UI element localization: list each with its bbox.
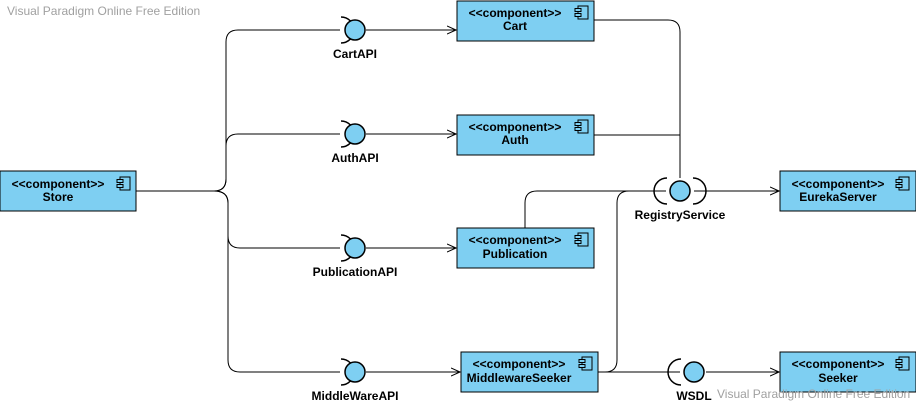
interface-label: MiddleWareAPI <box>312 389 399 403</box>
component-seeker[interactable]: <<component>> Seeker <box>779 351 916 393</box>
lollipop-icon <box>344 19 366 41</box>
connector-store-authapi <box>213 133 340 192</box>
component-icon <box>578 356 593 371</box>
lollipop-icon <box>669 180 691 202</box>
component-name: Cart <box>503 19 527 33</box>
interface-label: WSDL <box>676 389 711 403</box>
watermark-bottom: Visual Paradigm Online Free Edition <box>717 387 911 401</box>
component-name: MiddlewareSeeker <box>467 371 572 385</box>
component-stereotype: <<component>> <box>792 357 885 371</box>
interface-registryservice: RegistryService <box>635 177 726 222</box>
interface-cartapi: CartAPI <box>333 16 377 61</box>
lollipop-icon <box>683 361 705 383</box>
component-stereotype: <<component>> <box>473 357 566 371</box>
lollipop-icon <box>344 237 366 259</box>
component-stereotype: <<component>> <box>12 177 105 191</box>
component-icon <box>574 119 589 134</box>
component-stereotype: <<component>> <box>469 120 562 134</box>
component-middlewareseeker[interactable]: <<component>> MiddlewareSeeker <box>460 351 599 393</box>
watermark-top: Visual Paradigm Online Free Edition <box>7 4 201 18</box>
component-icon <box>895 176 910 191</box>
component-publication[interactable]: <<component>> Publication <box>456 227 595 269</box>
connector-cart-registry <box>594 19 681 178</box>
interface-label: CartAPI <box>333 47 377 61</box>
component-icon <box>574 232 589 247</box>
component-stereotype: <<component>> <box>469 233 562 247</box>
component-auth[interactable]: <<component>> Auth <box>456 114 595 156</box>
component-name: Publication <box>483 247 548 261</box>
interface-authapi: AuthAPI <box>331 120 379 165</box>
component-store[interactable]: <<component>> Store <box>0 170 137 212</box>
component-name: EurekaServer <box>799 190 877 204</box>
component-icon <box>895 356 910 371</box>
connector-store-publicationapi <box>213 190 340 249</box>
component-eurekaserver[interactable]: <<component>> EurekaServer <box>779 170 916 212</box>
interface-publicationapi: PublicationAPI <box>313 234 398 279</box>
interface-wsdl: WSDL <box>667 358 712 403</box>
component-cart[interactable]: <<component>> Cart <box>456 0 595 42</box>
component-name: Auth <box>501 133 528 147</box>
connectors <box>136 19 779 373</box>
component-name: Seeker <box>818 371 858 385</box>
component-icon <box>116 176 131 191</box>
connector-middleware-registry <box>598 190 630 373</box>
interface-label: AuthAPI <box>331 151 378 165</box>
connector-store-trunk <box>136 29 340 192</box>
lollipop-icon <box>344 123 366 145</box>
component-name: Store <box>43 190 74 204</box>
lollipop-icon <box>344 361 366 383</box>
interface-label: PublicationAPI <box>313 265 398 279</box>
component-stereotype: <<component>> <box>469 6 562 20</box>
component-icon <box>574 5 589 20</box>
interface-label: RegistryService <box>635 208 726 222</box>
connector-store-middlewareapi <box>213 190 340 373</box>
connector-publication-registry <box>524 190 666 228</box>
component-stereotype: <<component>> <box>792 177 885 191</box>
interface-middlewareapi: MiddleWareAPI <box>312 358 399 403</box>
